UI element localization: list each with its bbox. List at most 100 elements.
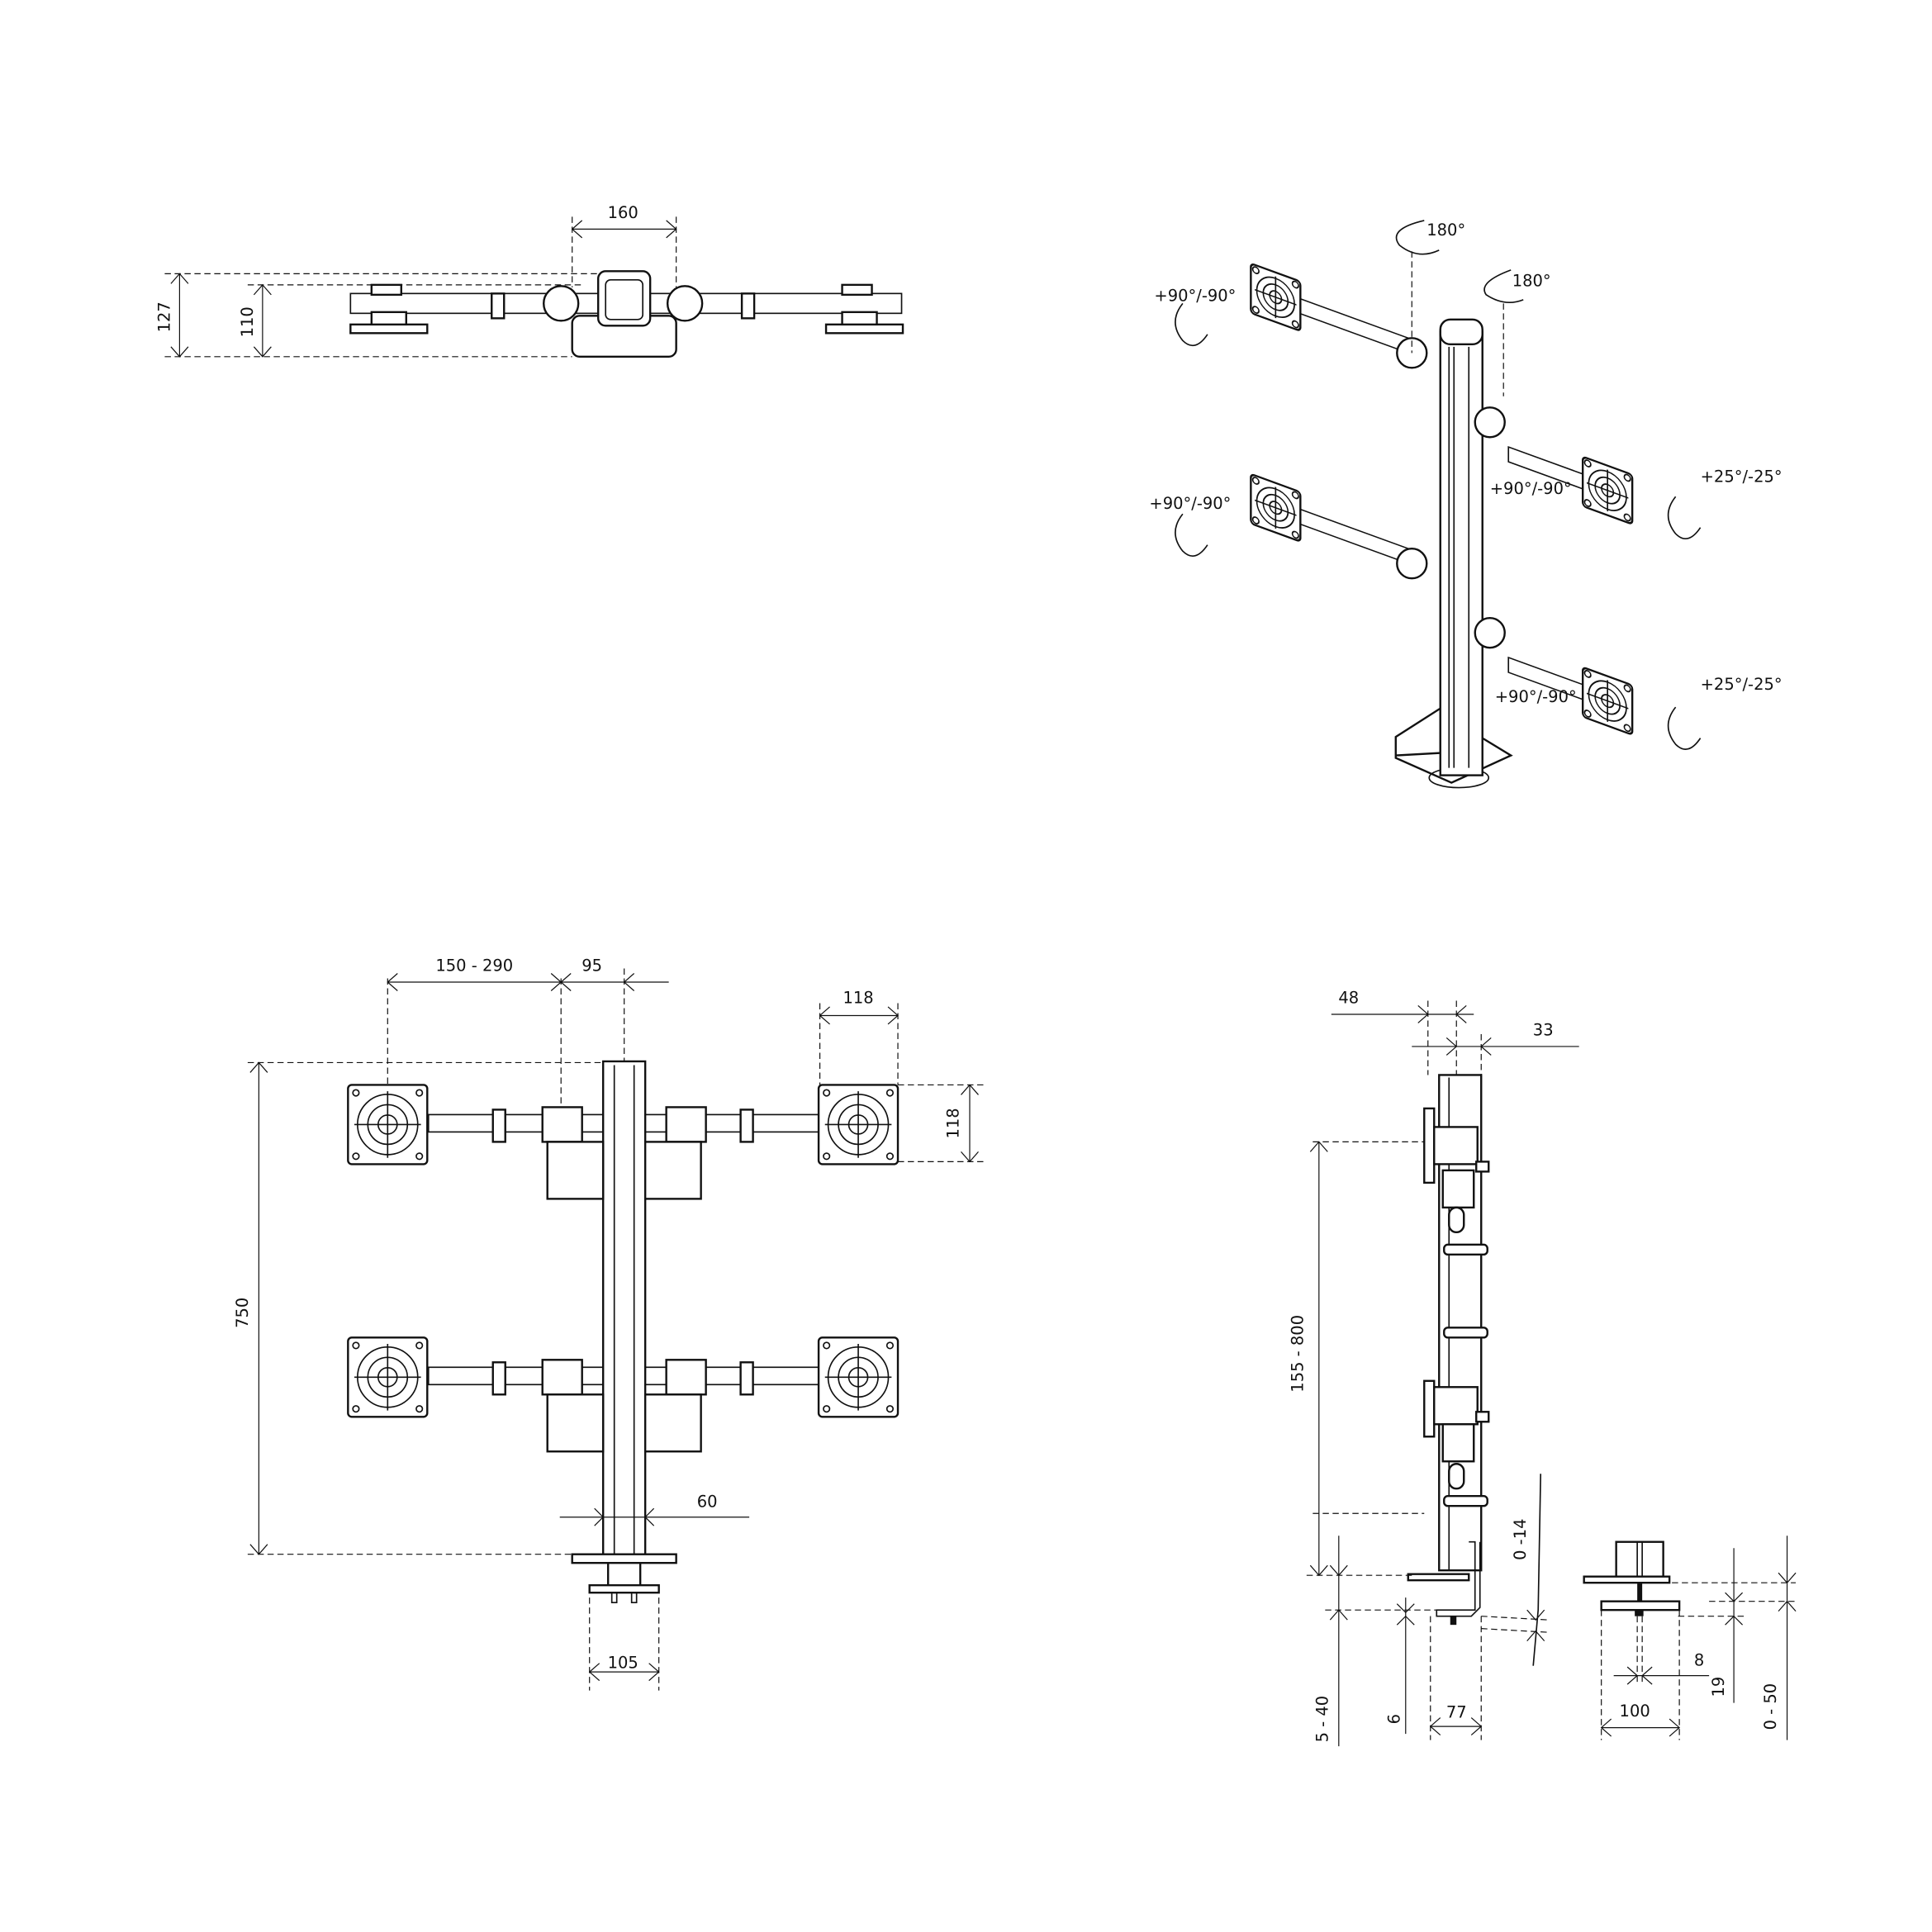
dim-155-800: 155 - 800 — [1288, 1315, 1307, 1393]
screw-hole — [1583, 710, 1592, 718]
rotation-arrow — [1175, 513, 1208, 558]
dim-100: 100 — [1620, 1702, 1650, 1721]
vesa-plate — [1250, 263, 1302, 331]
rotation-180-right: 180° — [1512, 271, 1551, 290]
iso-joint — [1474, 406, 1506, 439]
screw-hole — [1291, 320, 1299, 329]
dim-5-40: 5 - 40 — [1313, 1696, 1332, 1743]
screw-hole — [1251, 516, 1260, 525]
swivel-lower-right: +25°/-25° — [1701, 675, 1782, 694]
isometric-view: 180° 180° +90°/-90° +90°/-90° +90°/-90° … — [1149, 220, 1782, 789]
arm-joint — [541, 1359, 583, 1396]
screw-hole — [823, 1089, 831, 1097]
iso-arm — [1299, 297, 1413, 355]
front-view: 150 - 290 95 118 118 750 60 105 — [233, 956, 985, 1691]
iso-monitor-mount — [1250, 263, 1413, 355]
dim-95: 95 — [581, 956, 602, 975]
dim-110: 110 — [238, 306, 257, 337]
arm-clamp — [739, 1361, 754, 1396]
iso-joint — [1474, 616, 1506, 649]
screw-hole — [415, 1341, 424, 1350]
plate-spokes — [354, 1343, 421, 1411]
plate-spokes — [1586, 469, 1629, 512]
vesa-plate — [1250, 473, 1302, 542]
screw-hole — [885, 1152, 895, 1161]
rotation-arrow — [1175, 302, 1208, 347]
tilt-lower-left: +90°/-90° — [1149, 494, 1231, 513]
arm-bracket — [643, 1141, 702, 1200]
vesa-plate — [817, 1336, 900, 1418]
arm-bracket — [546, 1141, 605, 1200]
vesa-plate — [1581, 667, 1634, 735]
screw-hole — [1623, 724, 1631, 733]
rotation-arrow — [1667, 706, 1702, 750]
dim-150-290: 150 - 290 — [435, 956, 513, 975]
screw-hole — [1623, 513, 1631, 522]
screw-hole — [1583, 459, 1592, 468]
screw-hole — [1291, 280, 1299, 289]
arm-clamp — [739, 1108, 754, 1143]
dim-750: 750 — [233, 1298, 252, 1328]
iso-arm — [1507, 445, 1584, 490]
screw-hole — [1623, 473, 1631, 482]
iso-monitor-mount — [1507, 445, 1634, 525]
arm-bar — [427, 1366, 605, 1386]
plate-spokes — [1255, 487, 1297, 529]
vesa-plate — [817, 1084, 900, 1165]
screw-hole — [352, 1089, 360, 1097]
dim-0-50: 0 - 50 — [1761, 1683, 1780, 1730]
screw-hole — [352, 1405, 360, 1413]
arm-clamp — [491, 1361, 506, 1396]
arm-joint — [665, 1106, 707, 1143]
rotation-180-left: 180° — [1426, 221, 1465, 240]
vesa-plate — [347, 1336, 429, 1418]
screw-hole — [1251, 306, 1260, 314]
screw-hole — [415, 1405, 424, 1413]
screw-hole — [1291, 491, 1299, 500]
dim-60: 60 — [697, 1493, 718, 1512]
iso-arm — [1507, 656, 1584, 700]
dim-127: 127 — [154, 301, 173, 332]
dim-118-height: 118 — [944, 1108, 963, 1138]
dim-105: 105 — [608, 1654, 638, 1673]
top-view: 160 127 110 — [154, 203, 904, 358]
arm-bracket — [546, 1393, 605, 1453]
dim-0-14: 0 -14 — [1511, 1518, 1530, 1559]
dim-19: 19 — [1709, 1677, 1728, 1697]
rotation-arrow — [1667, 496, 1702, 540]
plate-spokes — [1586, 680, 1629, 723]
iso-joint — [1396, 548, 1428, 580]
side-view: 48 33 155 - 800 5 - 40 6 77 0 - — [1288, 988, 1797, 1747]
dim-118-width: 118 — [843, 988, 873, 1007]
screw-hole — [885, 1089, 895, 1097]
dim-8: 8 — [1694, 1651, 1704, 1670]
plate-spokes — [1255, 276, 1297, 319]
screw-hole — [352, 1341, 360, 1350]
vesa-plate — [347, 1084, 429, 1165]
arm-clamp — [491, 1108, 506, 1143]
screw-hole — [415, 1089, 424, 1097]
screw-hole — [1251, 477, 1260, 485]
screw-hole — [1583, 499, 1592, 507]
dim-160: 160 — [608, 203, 638, 222]
plate-spokes — [824, 1091, 892, 1158]
screw-hole — [1583, 670, 1592, 678]
swivel-upper-right: +25°/-25° — [1701, 467, 1782, 486]
plate-spokes — [824, 1343, 892, 1411]
screw-hole — [415, 1152, 424, 1161]
screw-hole — [1623, 684, 1631, 693]
dim-77: 77 — [1446, 1703, 1467, 1722]
screw-hole — [823, 1152, 831, 1161]
screw-hole — [823, 1405, 831, 1413]
iso-monitor-mount — [1507, 656, 1634, 735]
dim-6: 6 — [1384, 1714, 1403, 1724]
dim-33: 33 — [1533, 1020, 1554, 1039]
vesa-plate — [1581, 456, 1634, 525]
screw-hole — [1251, 266, 1260, 274]
iso-arm — [1299, 508, 1413, 566]
tilt-lower-right: +90°/-90° — [1495, 687, 1577, 706]
screw-hole — [352, 1152, 360, 1161]
tilt-upper-left: +90°/-90° — [1154, 286, 1236, 305]
plate-spokes — [354, 1091, 421, 1158]
